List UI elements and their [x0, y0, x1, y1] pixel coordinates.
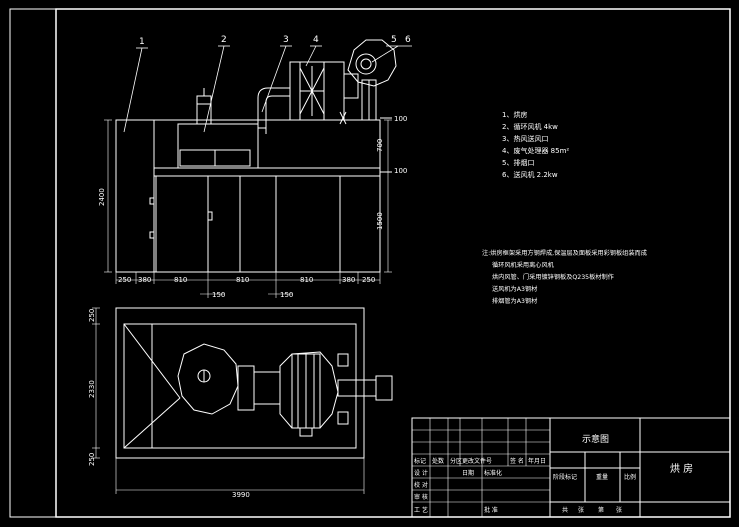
hot-air-duct [257, 87, 290, 134]
header-col-1: 标记 [414, 457, 426, 465]
drawing-frame [9, 8, 731, 518]
plan-outline [115, 307, 365, 459]
callout-3: 3 [283, 35, 289, 45]
title-drawing-name: 烘 房 [670, 462, 693, 475]
role-review: 审 核 [414, 493, 428, 501]
dim-seg-2: 380 [138, 276, 151, 284]
col-date: 日期 [462, 469, 474, 477]
note-2: 循环风机采用离心风机 [492, 261, 555, 269]
header-col-4: 更改文件号 [462, 457, 492, 465]
role-design: 设 计 [414, 469, 428, 477]
dim-seg-4: 810 [236, 276, 249, 284]
dim-height-total: 2400 [98, 188, 106, 206]
col-std: 标准化 [484, 469, 502, 477]
title-drawing-label: 示意图 [582, 433, 609, 445]
callout-4: 4 [313, 35, 319, 45]
plan-view [115, 307, 393, 459]
title-block-text: 示意图 烘 房 标记 处数 分区 更改文件号 签 名 年月日 设 计 日期 标准… [414, 433, 693, 514]
blower-housing [347, 39, 397, 87]
legend-item-1: 1、烘房 [502, 110, 527, 119]
dim-right-low: 1500 [376, 212, 384, 230]
dim-plan-bottom: 250 [88, 453, 96, 466]
callout-numbers: 1 2 3 4 5 6 [139, 35, 411, 47]
dim-plan-top: 250 [88, 309, 96, 322]
dim-seg-6: 380 [342, 276, 355, 284]
legend-item-3: 3、热风送风口 [502, 134, 548, 143]
role-check: 校 对 [414, 481, 428, 489]
dim-offset-2: 150 [280, 291, 293, 299]
dim-seg-3: 810 [174, 276, 187, 284]
dim-plan-width: 3990 [232, 491, 250, 499]
header-col-6: 年月日 [528, 457, 546, 465]
legend-item-6: 6、送风机 2.2kw [502, 170, 558, 179]
plan-circulation-fan [177, 343, 239, 415]
callout-5: 5 [391, 35, 397, 45]
callout-6: 6 [405, 35, 411, 45]
dim-plan-depth: 2330 [88, 380, 96, 398]
dim-right-mid2: 100 [394, 167, 407, 175]
plan-dimension-text: 250 2330 250 3990 [88, 309, 250, 499]
header-col-2: 处数 [432, 457, 444, 465]
dim-right-top: 100 [394, 115, 407, 123]
header-col-5: 签 名 [510, 457, 524, 465]
dim-seg-5: 810 [300, 276, 313, 284]
note-4: 送风机为A3钢材 [492, 285, 537, 293]
callout-1: 1 [139, 37, 145, 47]
header-col-3: 分区 [450, 457, 462, 465]
component-legend: 1、烘房 2、循环风机 4kw 3、热风送风口 4、废气处理器 85m² 5、排… [502, 110, 569, 179]
dim-right-mid: 700 [376, 139, 384, 152]
dim-seg-1: 250 [118, 276, 131, 284]
role-process: 工 艺 [414, 506, 428, 514]
legend-item-4: 4、废气处理器 85m² [502, 146, 569, 155]
plan-waste-gas-processor [279, 351, 339, 429]
col-approve: 批 准 [484, 506, 498, 514]
front-dimension-text: 2400 250 380 810 810 810 380 250 150 150… [98, 115, 407, 299]
dim-offset-1: 150 [212, 291, 225, 299]
legend-item-5: 5、排烟口 [502, 158, 534, 167]
sheet-total: 共 [562, 506, 568, 514]
note-5: 排烟管为A3钢材 [492, 297, 537, 305]
sheet-unit-2: 张 [616, 506, 622, 514]
stage-label: 阶段标记 [553, 473, 577, 481]
note-1: 注:烘房框架采用方钢焊成,保温层及面板采用彩钢板组装而成 [482, 249, 647, 257]
circulation-fan-housing [177, 123, 259, 169]
plan-dimension-lines [92, 307, 365, 494]
sheet-no: 第 [598, 506, 604, 514]
design-notes: 注:烘房框架采用方钢焊成,保温层及面板采用彩钢板组装而成 循环风机采用离心风机 … [482, 249, 647, 305]
scale-label: 比例 [624, 473, 636, 481]
sheet-unit-1: 张 [578, 506, 584, 514]
dim-seg-7: 250 [362, 276, 375, 284]
title-block [411, 417, 731, 518]
front-dimension-lines [104, 119, 392, 298]
callout-2: 2 [221, 35, 227, 45]
oven-door [155, 175, 209, 273]
title-block-grid [412, 418, 550, 517]
legend-item-2: 2、循环风机 4kw [502, 122, 558, 131]
callout-leaders [123, 45, 412, 133]
weight-label: 重量 [596, 473, 608, 481]
note-3: 烘内风管、门采用镀锌钢板及Q235板材制作 [492, 273, 614, 281]
